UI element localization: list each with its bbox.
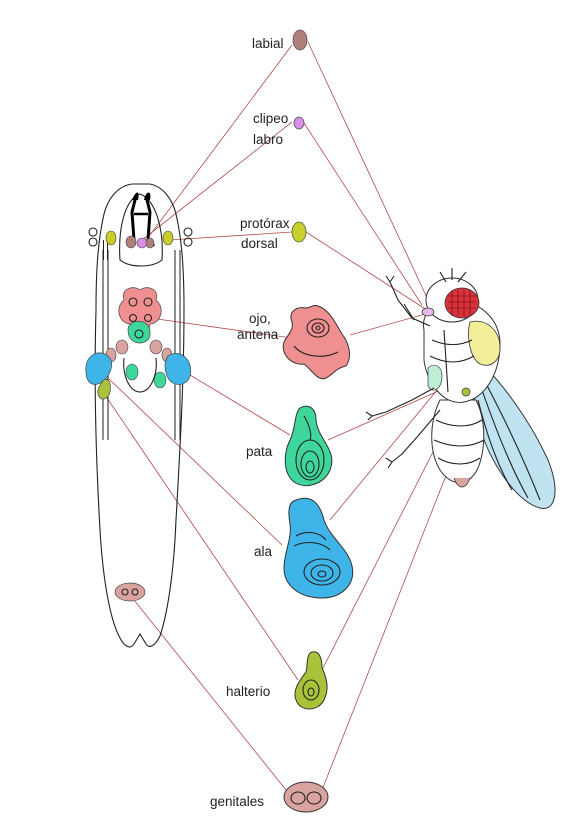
label-halterio: halterio [226, 684, 270, 699]
label-clipeo: clipeo [253, 111, 288, 126]
tracheae [103, 250, 180, 440]
protorax-dorsal-disc [292, 222, 306, 242]
leg-disc [285, 406, 332, 485]
label-labial: labial [252, 36, 284, 51]
halter-disc [295, 652, 327, 709]
labial-disc [293, 30, 307, 50]
larva-protorax-disc-right [163, 231, 173, 245]
fly-halter [462, 388, 470, 396]
fly-abdomen [432, 400, 484, 483]
label-protorax: protórax [240, 216, 290, 231]
larva-genital-disc [115, 583, 145, 601]
larva-wing-disc-right [165, 353, 191, 384]
label-ala: ala [254, 544, 273, 559]
larva-head [120, 194, 163, 266]
fly-eye [445, 288, 479, 318]
label-genitales: genitales [210, 794, 264, 809]
adult-fly [366, 268, 555, 508]
clipeo-labro-disc [294, 117, 304, 129]
larva-clipeo-disc [137, 238, 147, 248]
larva [86, 184, 192, 647]
eye-antenna-disc [283, 305, 349, 378]
label-ojo: ojo, [249, 311, 271, 326]
label-pata: pata [246, 444, 273, 459]
connector-lines [105, 42, 470, 795]
genital-disc [284, 782, 328, 812]
larva-protorax-disc-left [106, 231, 116, 245]
fly-middle-leg [366, 388, 434, 420]
label-antena: antena [237, 327, 279, 342]
imaginal-discs [283, 30, 352, 812]
larva-body [95, 184, 184, 647]
label-labro: labro [253, 132, 283, 147]
labels: labial clipeo labro protórax dorsal ojo,… [210, 36, 290, 809]
larva-labial-disc [126, 236, 136, 248]
label-dorsal: dorsal [241, 236, 278, 251]
wing-disc [284, 498, 353, 598]
larva-leg-disc-green [128, 321, 150, 343]
